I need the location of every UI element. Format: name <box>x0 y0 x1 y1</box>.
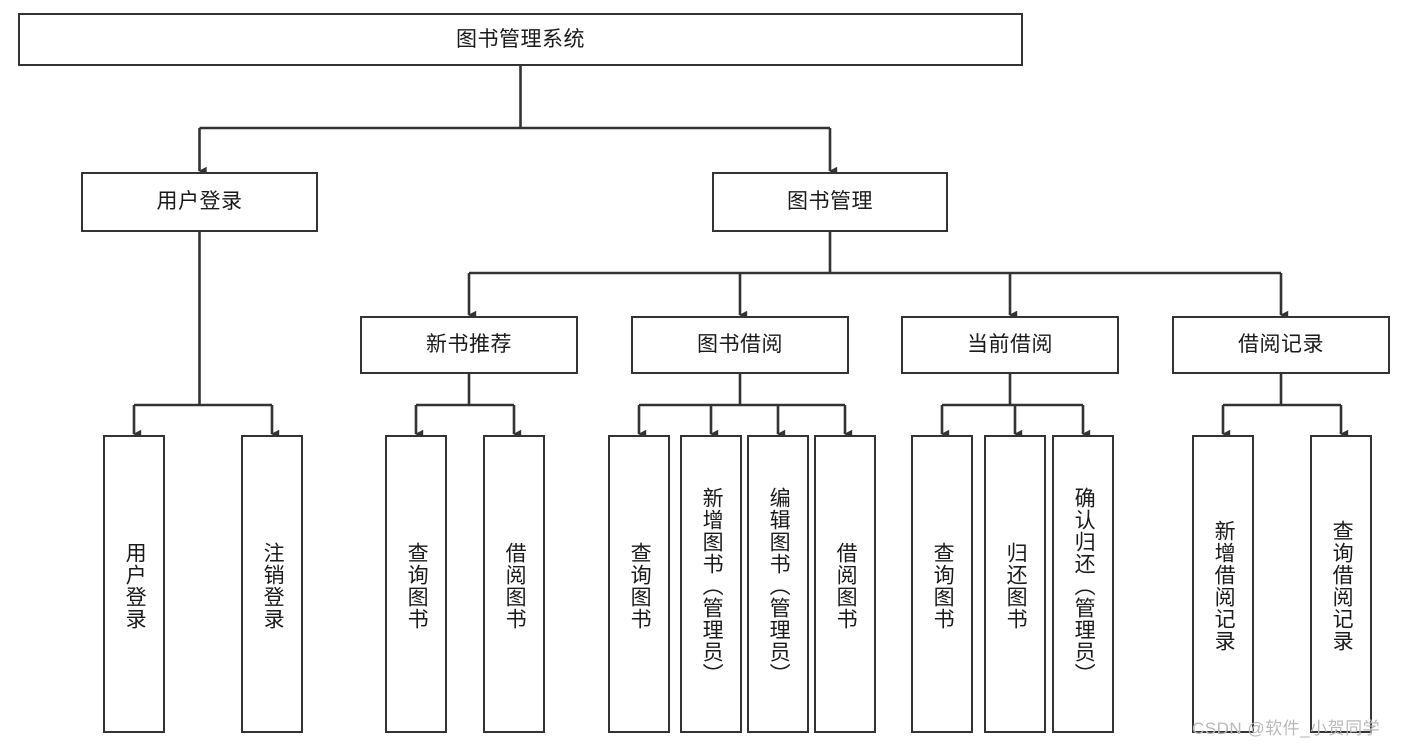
node-leaf-edit-book[interactable]: 编辑图书（管理员） <box>747 435 809 733</box>
node-book-borrow-label: 图书借阅 <box>697 333 783 357</box>
node-leaf-return-book-label: 归还图书 <box>1004 542 1028 630</box>
node-new-book-recommend[interactable]: 新书推荐 <box>360 316 578 374</box>
node-borrow-record-label: 借阅记录 <box>1238 333 1324 357</box>
node-leaf-query-book-borrow[interactable]: 查询图书 <box>608 435 670 733</box>
node-leaf-query-book-recommend-label: 查询图书 <box>405 542 429 630</box>
node-leaf-query-book-recommend[interactable]: 查询图书 <box>385 435 447 733</box>
node-leaf-query-book-current-label: 查询图书 <box>931 542 955 630</box>
node-leaf-confirm-return-label: 确认归还（管理员） <box>1072 487 1096 685</box>
node-new-book-recommend-label: 新书推荐 <box>426 333 512 357</box>
node-root-book-management-system[interactable]: 图书管理系统 <box>18 13 1023 66</box>
node-leaf-add-record[interactable]: 新增借阅记录 <box>1192 435 1254 733</box>
node-leaf-edit-book-label: 编辑图书（管理员） <box>767 487 791 685</box>
node-leaf-user-login[interactable]: 用户登录 <box>103 435 165 733</box>
node-leaf-add-record-label: 新增借阅记录 <box>1212 520 1236 652</box>
node-book-borrow[interactable]: 图书借阅 <box>631 316 849 374</box>
connector-lines <box>132 66 1349 439</box>
node-user-login[interactable]: 用户登录 <box>81 172 318 232</box>
node-leaf-query-record-label: 查询借阅记录 <box>1330 520 1354 652</box>
node-leaf-borrow-book[interactable]: 借阅图书 <box>814 435 876 733</box>
node-user-login-label: 用户登录 <box>156 190 243 214</box>
node-book-management[interactable]: 图书管理 <box>712 172 948 232</box>
node-current-borrow[interactable]: 当前借阅 <box>901 316 1119 374</box>
node-leaf-logout[interactable]: 注销登录 <box>241 435 303 733</box>
node-leaf-borrow-book-label: 借阅图书 <box>834 542 858 630</box>
node-leaf-add-book[interactable]: 新增图书（管理员） <box>680 435 742 733</box>
node-leaf-logout-label: 注销登录 <box>261 542 285 630</box>
node-current-borrow-label: 当前借阅 <box>967 333 1053 357</box>
node-leaf-borrow-book-recommend[interactable]: 借阅图书 <box>483 435 545 733</box>
node-book-management-label: 图书管理 <box>787 190 873 214</box>
node-leaf-query-book-current[interactable]: 查询图书 <box>911 435 973 733</box>
node-leaf-return-book[interactable]: 归还图书 <box>984 435 1046 733</box>
watermark-text: CSDN @软件_小贺同学 <box>1192 719 1381 738</box>
node-leaf-borrow-book-recommend-label: 借阅图书 <box>503 542 527 630</box>
node-borrow-record[interactable]: 借阅记录 <box>1172 316 1390 374</box>
node-leaf-query-book-borrow-label: 查询图书 <box>628 542 652 630</box>
node-leaf-user-login-label: 用户登录 <box>123 542 147 630</box>
node-leaf-add-book-label: 新增图书（管理员） <box>700 487 724 685</box>
node-leaf-query-record[interactable]: 查询借阅记录 <box>1310 435 1372 733</box>
node-leaf-confirm-return[interactable]: 确认归还（管理员） <box>1052 435 1114 733</box>
node-root-book-management-system-label: 图书管理系统 <box>456 27 585 51</box>
